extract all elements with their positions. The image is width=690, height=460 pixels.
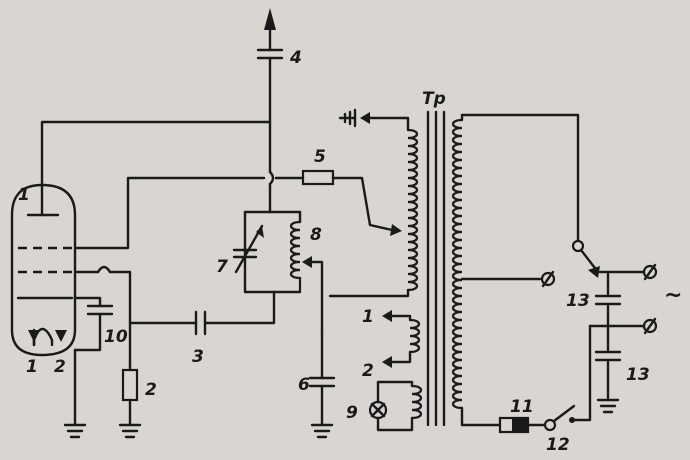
tank-to-cap3-wire [203,290,276,325]
ac-terminal-top[interactable] [642,263,658,281]
label-coil-8: 8 [310,225,322,245]
ac-symbol: ~ [664,283,682,308]
heater-pins [28,328,67,347]
tank-circuit [232,210,324,332]
capacitor-10 [73,296,114,352]
fuse-11 [498,416,547,434]
label-resistor-2: 2 [145,380,157,400]
label-fuse-11: 11 [510,397,534,417]
label-capacitor-10: 10 [104,327,128,347]
label-capacitor-6: 6 [298,375,310,395]
wire-crossover [268,170,275,186]
screen-grid-wire [73,176,266,250]
label-tube: 1 [18,185,30,205]
lamp-9 [368,400,388,420]
transformer [328,108,580,432]
label-capacitor-4: 4 [289,48,302,68]
label-switch-12: 12 [546,435,570,455]
grid-crossover [96,265,112,274]
label-resistor-5: 5 [314,147,326,167]
label-coil-tap-1: 1 [362,307,374,327]
label-coil-tap-2: 2 [362,361,374,381]
resistor-5 [301,169,402,236]
mains-wire [570,324,592,422]
tap-terminal[interactable] [540,270,556,288]
capacitor-3 [128,310,207,336]
label-transformer: Тр [422,89,446,109]
ac-terminal-bottom[interactable] [642,317,658,335]
label-pin-2: 2 [54,357,66,377]
grid-leak-wire [108,270,132,367]
vacuum-tube [10,183,77,357]
output-capacitor-4 [256,8,284,174]
label-lamp-9: 9 [346,403,358,423]
label-capacitor-7: 7 [216,257,228,277]
label-capacitor-3: 3 [192,347,204,367]
label-capacitor-13-lower: 13 [626,365,650,385]
cathode-ground [63,348,87,439]
voltage-switch[interactable] [571,239,652,278]
anode-wire [40,120,272,217]
capacitor-13-upper [594,270,622,328]
label-capacitor-13-upper: 13 [566,291,590,311]
power-switch-12[interactable] [543,404,576,432]
label-pin-1: 1 [26,357,38,377]
capacitor-6 [308,328,336,439]
capacitor-13-lower [594,324,622,414]
resistor-2 [118,363,142,439]
